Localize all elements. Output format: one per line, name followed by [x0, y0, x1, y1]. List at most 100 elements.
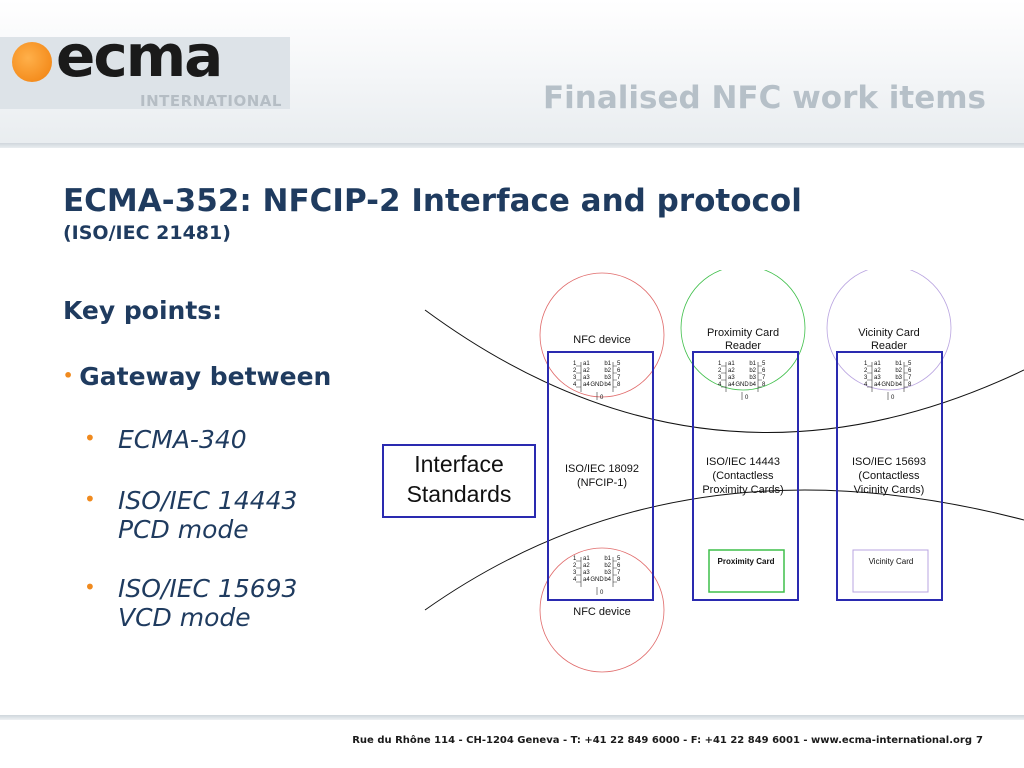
standard-column-box [836, 351, 943, 601]
chip-pin-number: 1 [573, 556, 577, 562]
chip-pin-label: b4 [604, 577, 611, 583]
column-top-label: NFC device [573, 334, 630, 346]
footer-address: Rue du Rhône 114 - CH-1204 Geneva - T: +… [352, 735, 972, 746]
logo-orange-dot-icon [12, 42, 52, 82]
chip-pin-label: a1 [583, 556, 590, 562]
chip-pin-number: 3 [573, 375, 577, 381]
chip-pin-number: 0 [745, 395, 749, 401]
chip-pin-number: 3 [718, 375, 722, 381]
chip-pin-label: b4 [749, 382, 756, 388]
chip-pin-number: 5 [617, 361, 621, 367]
page-number: 7 [976, 735, 983, 746]
chip-pin-number: 5 [762, 361, 766, 367]
chip-pin-number: 2 [864, 368, 868, 374]
list-item-text: ECMA-340 [118, 425, 247, 454]
standard-column-box [547, 351, 654, 601]
main-title: ECMA-352: NFCIP-2 Interface and protocol [63, 183, 802, 219]
chip-pin-number: 3 [864, 375, 868, 381]
vicinity-card-box [852, 549, 929, 593]
bullet-dot-icon: • [63, 366, 74, 385]
chip-pin-number: 7 [908, 375, 912, 381]
chip-pin-label: b4 [604, 382, 611, 388]
chip-pin-number: 7 [762, 375, 766, 381]
chip-pin-label: a1 [583, 361, 590, 367]
chip-pin-label: b3 [749, 375, 756, 381]
chip-pin-number: 8 [908, 382, 912, 388]
chip-pin-number: 0 [600, 590, 604, 596]
chip-pin-number: 5 [617, 556, 621, 562]
chip-pin-label: b2 [604, 563, 611, 569]
chip-pin-label: b1 [604, 361, 611, 367]
proximity-card-box [708, 549, 785, 593]
column-bottom-label: Proximity Card [718, 557, 775, 566]
bullet-dot-icon: • [84, 575, 96, 599]
chip-pin-number: 6 [617, 368, 621, 374]
chip-pin-number: 6 [762, 368, 766, 374]
chip-pin-label: b3 [604, 375, 611, 381]
chip-pin-label: b3 [604, 570, 611, 576]
chip-pin-label: b1 [749, 361, 756, 367]
chip-pin-label: b2 [604, 368, 611, 374]
chip-pin-label: b3 [895, 375, 902, 381]
list-item-text: ISO/IEC 15693 VCD mode [118, 574, 298, 632]
chip-pin-label: a4 [583, 382, 590, 388]
chip-pin-number: 2 [718, 368, 722, 374]
chip-pin-number: 6 [617, 563, 621, 569]
chip-pin-label: a3 [874, 375, 881, 381]
slide-title: Finalised NFC work items [542, 80, 986, 116]
device-circle-top [680, 270, 806, 391]
interface-standards-box [382, 444, 536, 518]
chip-pin-label: a2 [583, 368, 590, 374]
chip-pin-number: 0 [600, 395, 604, 401]
chip-pin-label: a2 [728, 368, 735, 374]
chip-pin-number: 1 [864, 361, 868, 367]
chip-pin-label: b1 [604, 556, 611, 562]
key-points-label: Key points: [63, 296, 223, 325]
footer-rule [0, 715, 1024, 720]
chip-gnd-label: GND [881, 382, 895, 388]
chip-pin-number: 7 [617, 570, 621, 576]
chip-pin-label: a1 [728, 361, 735, 367]
chip-pin-label: a2 [583, 563, 590, 569]
chip-pin-label: a2 [874, 368, 881, 374]
chip-pin-number: 8 [762, 382, 766, 388]
chip-gnd-label: GND [735, 382, 749, 388]
boundary-arc-top [424, 309, 1024, 433]
chip-pin-number: 5 [908, 361, 912, 367]
chip-pin-label: a1 [874, 361, 881, 367]
bullet-gateway-text: Gateway between [79, 362, 332, 391]
chip-pin-number: 4 [573, 382, 577, 388]
sub-title: (ISO/IEC 21481) [63, 222, 231, 244]
chip-pin-number: 4 [718, 382, 722, 388]
chip-pin-number: 1 [718, 361, 722, 367]
device-circle-top [539, 272, 665, 398]
chip-pin-number: 4 [864, 382, 868, 388]
logo-subtext: INTERNATIONAL [140, 92, 282, 110]
chip-gnd-label: GND [590, 577, 604, 583]
list-item-text: ISO/IEC 14443 PCD mode [118, 486, 298, 544]
chip-pin-number: 0 [891, 395, 895, 401]
chip-gnd-label: GND [590, 382, 604, 388]
chip-pin-number: 4 [573, 577, 577, 583]
chip-pin-number: 2 [573, 368, 577, 374]
chip-pin-label: a3 [583, 375, 590, 381]
chip-pin-number: 6 [908, 368, 912, 374]
chip-pin-label: a3 [583, 570, 590, 576]
chip-pin-number: 1 [573, 361, 577, 367]
chip-pin-label: b4 [895, 382, 902, 388]
chip-pin-number: 3 [573, 570, 577, 576]
column-bottom-label: Vicinity Card [869, 557, 914, 566]
column-bottom-label: NFC device [573, 606, 630, 618]
chip-pin-label: a4 [874, 382, 881, 388]
logo-text: ecma [56, 22, 223, 90]
device-circle-top [826, 270, 952, 391]
standard-column-box [692, 351, 799, 601]
